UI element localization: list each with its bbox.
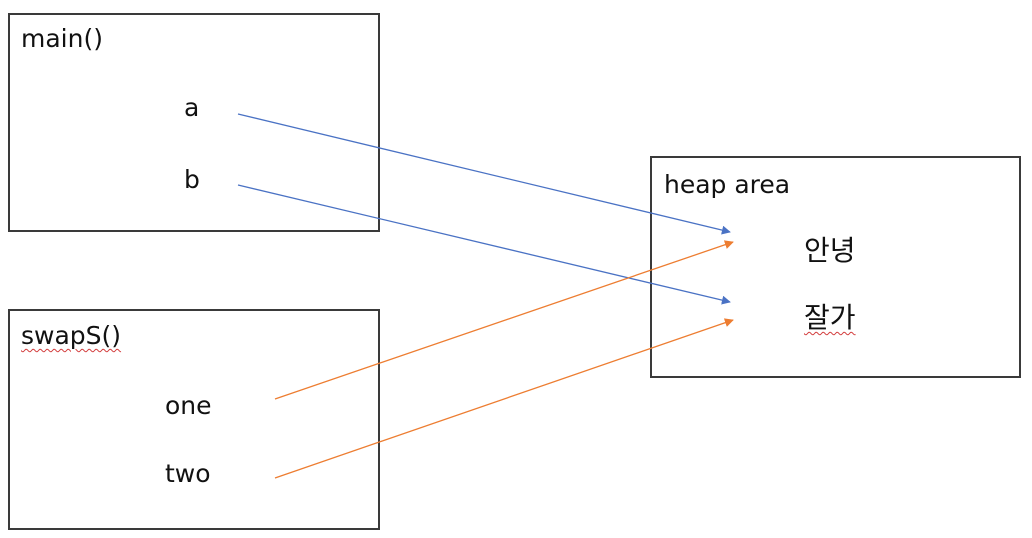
main-stack-frame: main() (8, 13, 380, 232)
main-frame-title: main() (21, 24, 103, 53)
heap-frame-title: heap area (664, 170, 791, 199)
heap-value-hello: 안녕 (804, 234, 856, 267)
variable-one: one (165, 391, 212, 420)
heap-value-goodbye: 잘가 (804, 301, 856, 334)
variable-two: two (165, 459, 211, 488)
swap-frame-title: swapS() (21, 321, 122, 350)
variable-a: a (184, 93, 200, 122)
heap-area-frame: heap area (650, 156, 1021, 378)
variable-b: b (184, 165, 200, 194)
